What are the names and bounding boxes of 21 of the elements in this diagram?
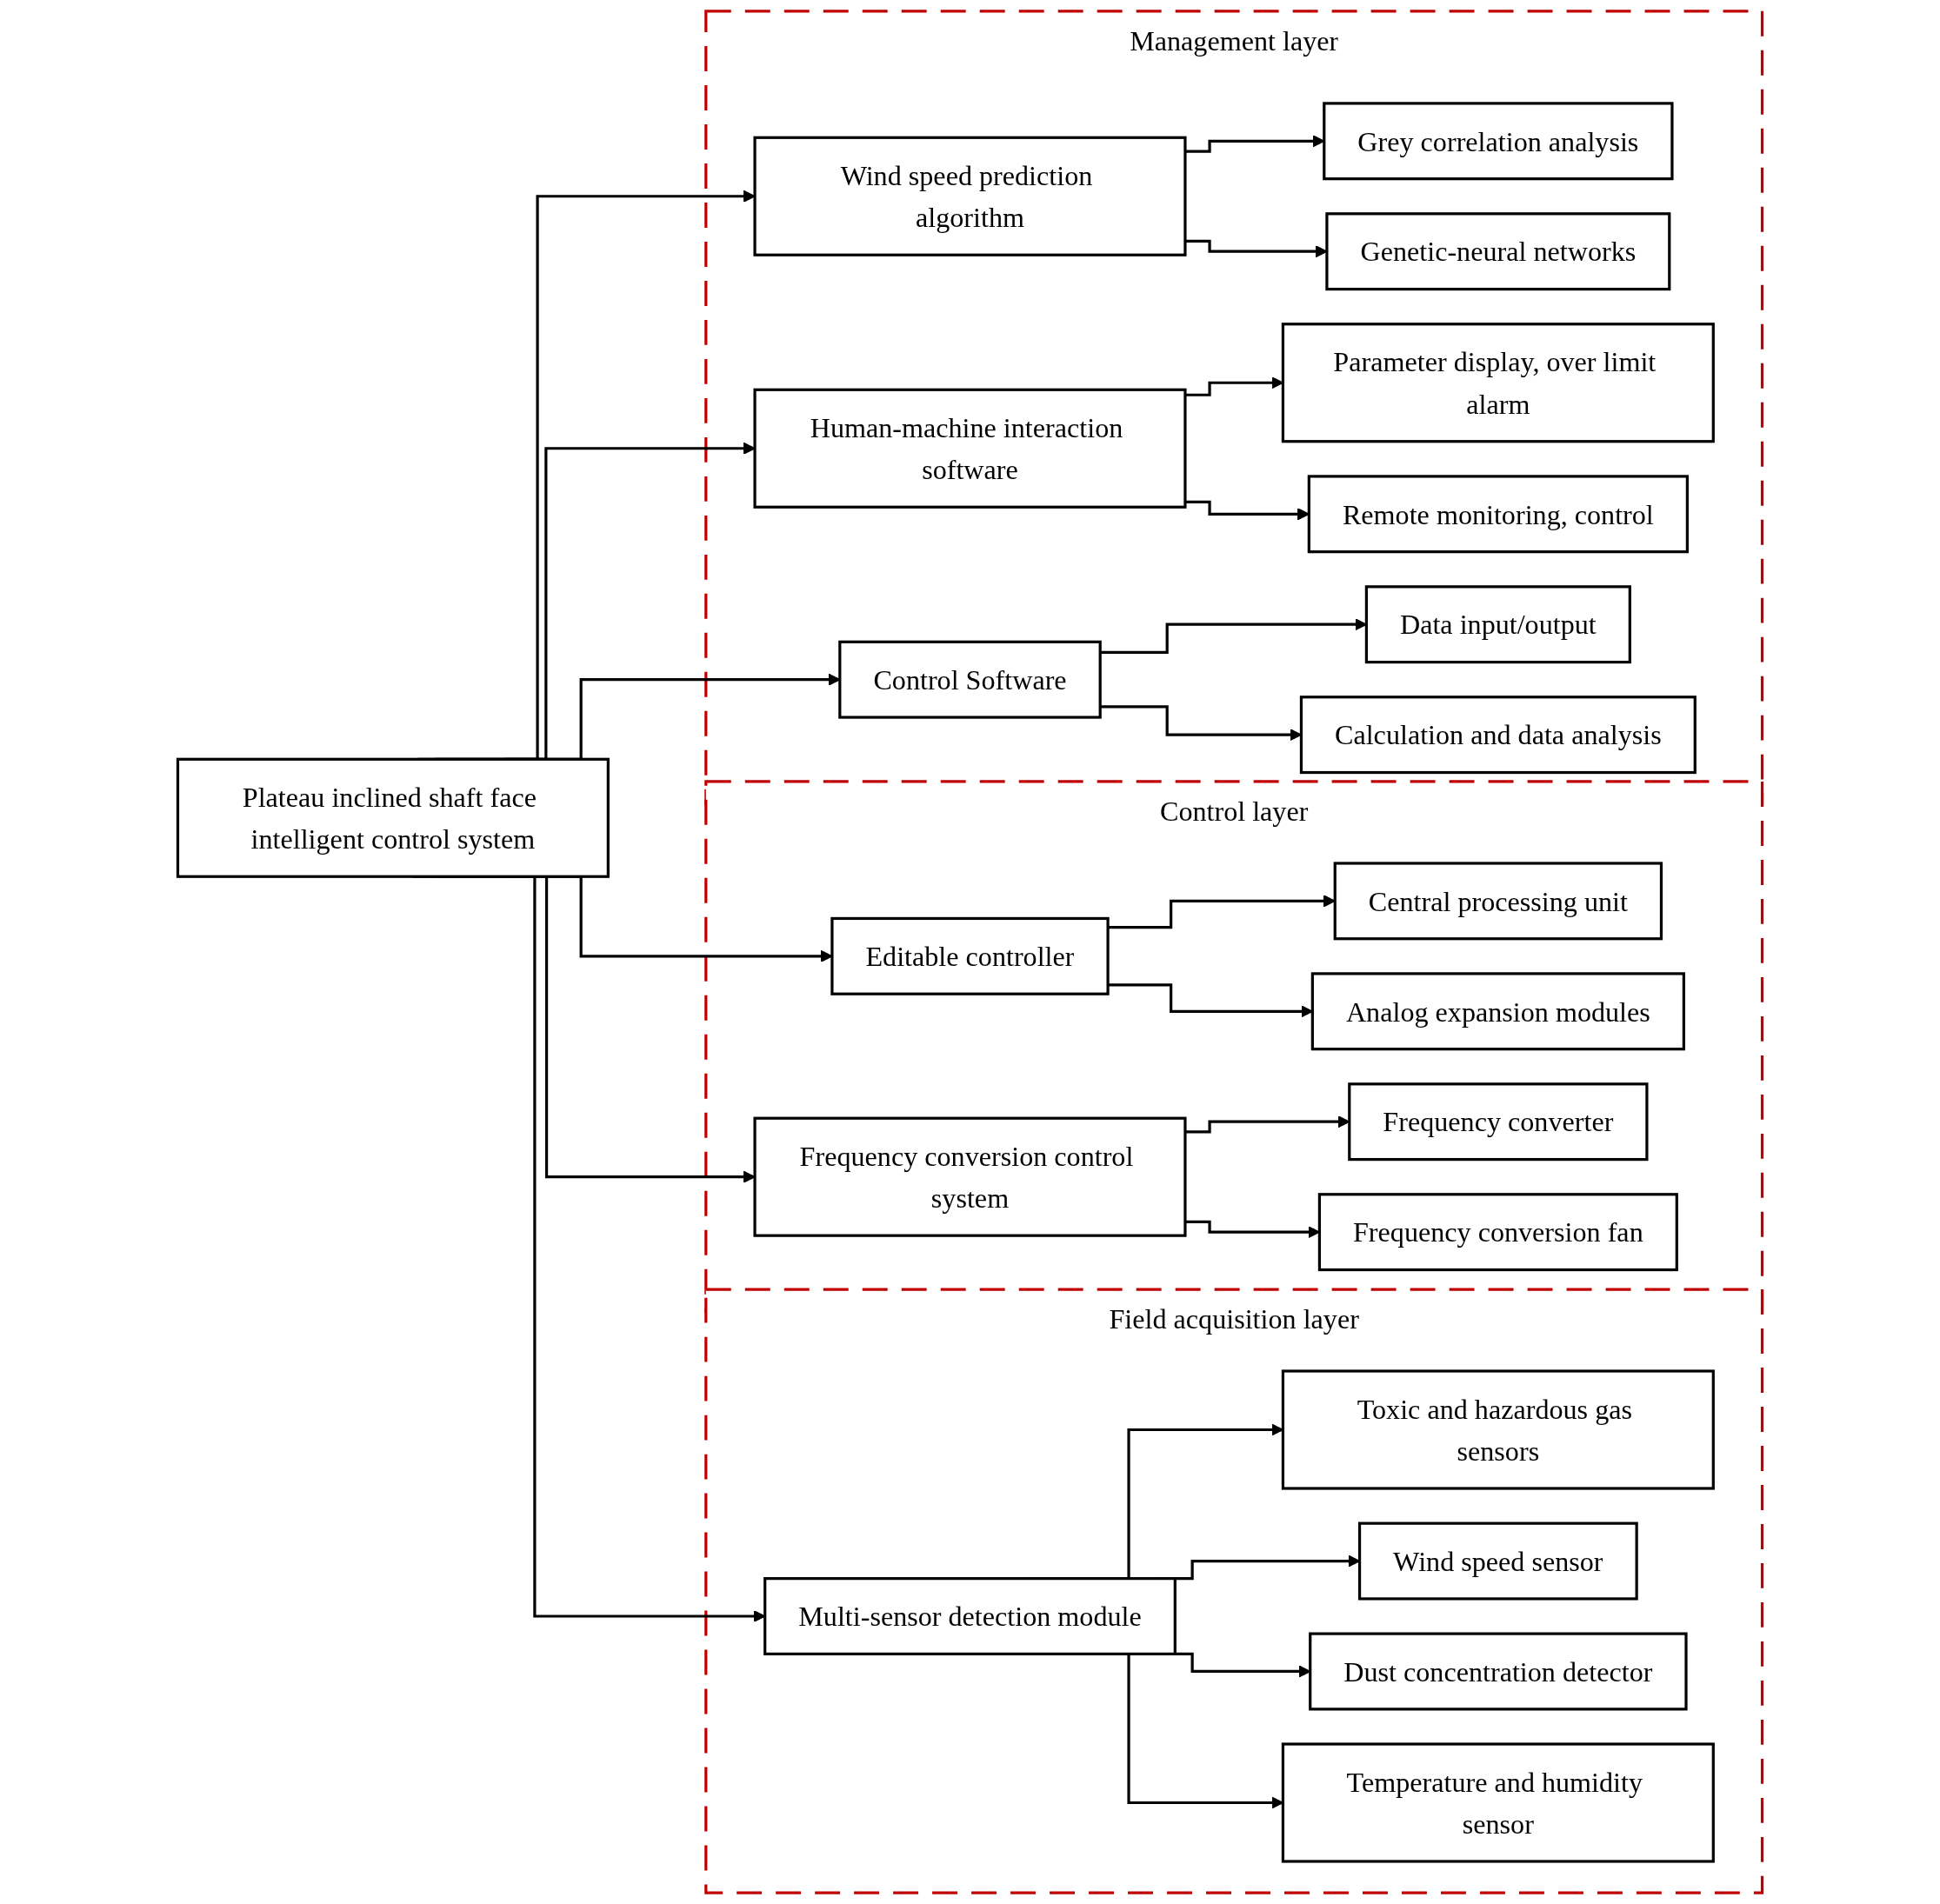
node-box: Central processing unit xyxy=(1333,862,1663,941)
node-box: Human-machine interaction software xyxy=(753,388,1187,509)
node-box: Multi-sensor detection module xyxy=(763,1577,1177,1655)
node-box: Control Software xyxy=(838,640,1102,719)
node-box: Temperature and humidity sensor xyxy=(1281,1742,1715,1863)
node-box: Genetic-neural networks xyxy=(1325,212,1671,291)
node-box: Wind speed sensor xyxy=(1357,1521,1638,1601)
node-box: Calculation and data analysis xyxy=(1299,696,1697,775)
node-box: Toxic and hazardous gas sensors xyxy=(1281,1369,1715,1490)
node-box: Frequency conversion control system xyxy=(753,1116,1187,1237)
node-box: Grey correlation analysis xyxy=(1323,102,1674,181)
node-box: Analog expansion modules xyxy=(1310,972,1685,1051)
node-box: Dust concentration detector xyxy=(1309,1632,1688,1711)
node-box: Frequency converter xyxy=(1348,1082,1649,1162)
node-box: Editable controller xyxy=(830,916,1110,995)
node-box: Wind speed prediction algorithm xyxy=(753,136,1187,256)
node-box: Data input/output xyxy=(1364,585,1631,664)
node-box: Parameter display, over limit alarm xyxy=(1281,323,1715,443)
node-box: Frequency conversion fan xyxy=(1317,1193,1678,1272)
node-box: Plateau inclined shaft face intelligent control system xyxy=(176,757,610,878)
node-box: Remote monitoring, control xyxy=(1307,475,1689,554)
